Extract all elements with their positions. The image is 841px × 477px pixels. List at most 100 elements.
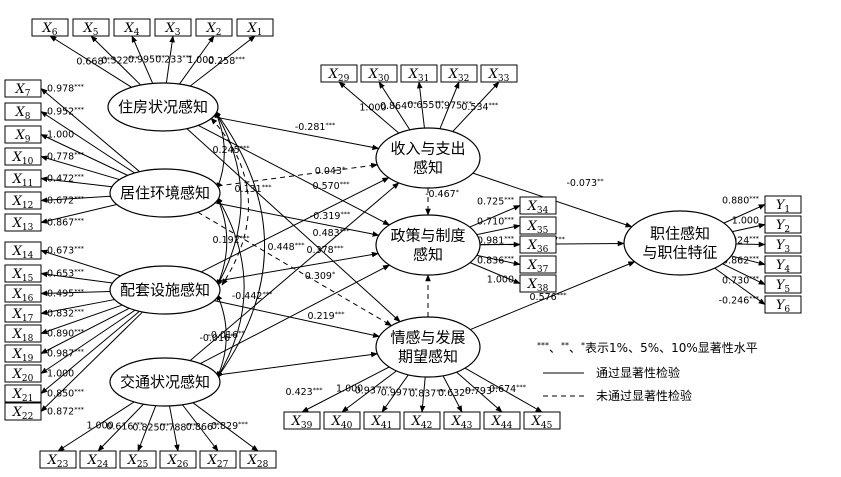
loading-arrow [416,81,425,129]
indicator-x28: X28 [239,450,277,470]
indicator-x31: X31 [400,64,438,84]
indicator-x9: X9 [4,125,42,145]
indicator-x29: X29 [320,64,358,84]
path-housing-to-policy [198,124,391,226]
indicator-x33: X33 [480,64,518,84]
indicator-box [320,64,358,83]
indicator-x1: X1 [236,18,274,38]
indicator-box [199,450,237,469]
path-traffic-to-policy [200,264,391,365]
indicator-box [4,324,42,343]
loading-value: 1.000 [47,369,74,380]
indicator-box [4,169,42,188]
latent-label: 配套设施感知 [120,281,210,299]
latent-variables-layer: 住房状况感知居住环境感知配套设施感知交通状况感知收入与支出感知政策与制度感知情感… [107,82,737,407]
indicator-box [4,384,42,403]
loading-value: 0.832*** [47,308,85,320]
legend-solid-label: 通过显著性检验 [596,365,680,380]
indicator-x14: X14 [4,241,42,261]
loading-arrow [40,311,143,412]
indicator-box [119,450,157,469]
indicator-box [4,213,42,232]
path-coefficient: -0.073** [566,177,604,189]
loading-arrow [179,35,215,85]
loading-value: 0.778*** [47,151,85,163]
loading-value: 1.000 [732,216,759,227]
indicator-x41: X41 [363,411,401,431]
path-facilities-to-emotion [214,300,381,338]
loading-arrow [40,204,117,224]
indicator-x5: X5 [72,18,110,38]
indicator-box [195,18,233,37]
loading-arrow [97,403,144,452]
loading-value: 1.000 [187,55,214,66]
indicator-box [323,411,361,430]
loading-arrow [192,402,259,452]
loading-arrow [464,367,543,413]
path-coefficient: -0.467* [425,188,460,200]
latent-ellipse [375,316,481,378]
latent-ellipse [109,265,221,315]
loading-value: 0.867*** [47,217,85,229]
indicator-box [4,364,42,383]
indicator-y3: Y3 [764,235,802,255]
loading-arrow [182,404,219,452]
loading-arrow [714,267,766,305]
loading-arrow [456,371,503,413]
path-traffic-to-income [189,182,400,362]
indicator-box [4,147,42,166]
indicator-x3: X3 [154,18,192,38]
indicator-box [764,295,802,314]
loading-arrow [49,35,132,88]
indicator-x20: X20 [4,364,42,384]
indicator-x8: X8 [4,102,42,122]
loading-arrow [469,205,521,228]
indicator-x32: X32 [440,64,478,84]
loading-arrow [378,81,411,131]
indicator-box [764,255,802,274]
loading-arrow [57,401,135,452]
latent-ellipse [109,168,221,218]
loading-value: 0.258*** [208,55,246,67]
loading-value: 0.836*** [477,255,515,267]
indicator-box [440,64,478,83]
indicator-box [764,235,802,254]
indicator-x40: X40 [323,411,361,431]
path-coefficient: -0.319*** [310,210,351,222]
structural-paths-layer: -0.281***0.570***0.483***0.043*-0.319***… [186,116,636,398]
latent-label: 居住环境感知 [120,184,210,202]
loading-value: 0.952*** [47,106,85,118]
legend-dashed-label: 未通过显著性检验 [596,388,692,403]
loading-value: 0.534*** [461,101,499,113]
indicator-box [764,195,802,214]
latent-label: 收入与支出 [390,140,465,158]
latent-housing: 住房状况感知 [107,82,219,132]
indicator-x25: X25 [119,450,157,470]
loading-arrow [381,374,409,413]
indicator-x45: X45 [523,411,561,431]
latent-label: 住房状况感知 [118,98,208,116]
path-living_env-to-emotion [197,211,393,327]
latent-label: 职住感知 [650,225,710,243]
loading-value: 0.987*** [47,348,85,360]
indicator-box [519,235,557,254]
indicator-box [523,411,561,430]
indicator-box [31,18,69,37]
indicator-box [519,216,557,235]
loading-arrow [735,241,766,248]
path-facilities-to-policy [216,251,379,282]
indicator-x12: X12 [4,191,42,211]
loading-arrow [723,204,766,224]
loading-arrow [40,176,112,188]
indicator-box [764,275,802,294]
indicator-box [39,450,77,469]
loading-value: 0.880*** [722,195,760,207]
indicator-box [764,215,802,234]
loading-value: 0.673*** [47,245,85,257]
indicator-x17: X17 [4,304,42,324]
loading-arrow [40,88,141,173]
indicator-x42: X42 [403,411,441,431]
loading-value: 1.000 [487,275,514,286]
